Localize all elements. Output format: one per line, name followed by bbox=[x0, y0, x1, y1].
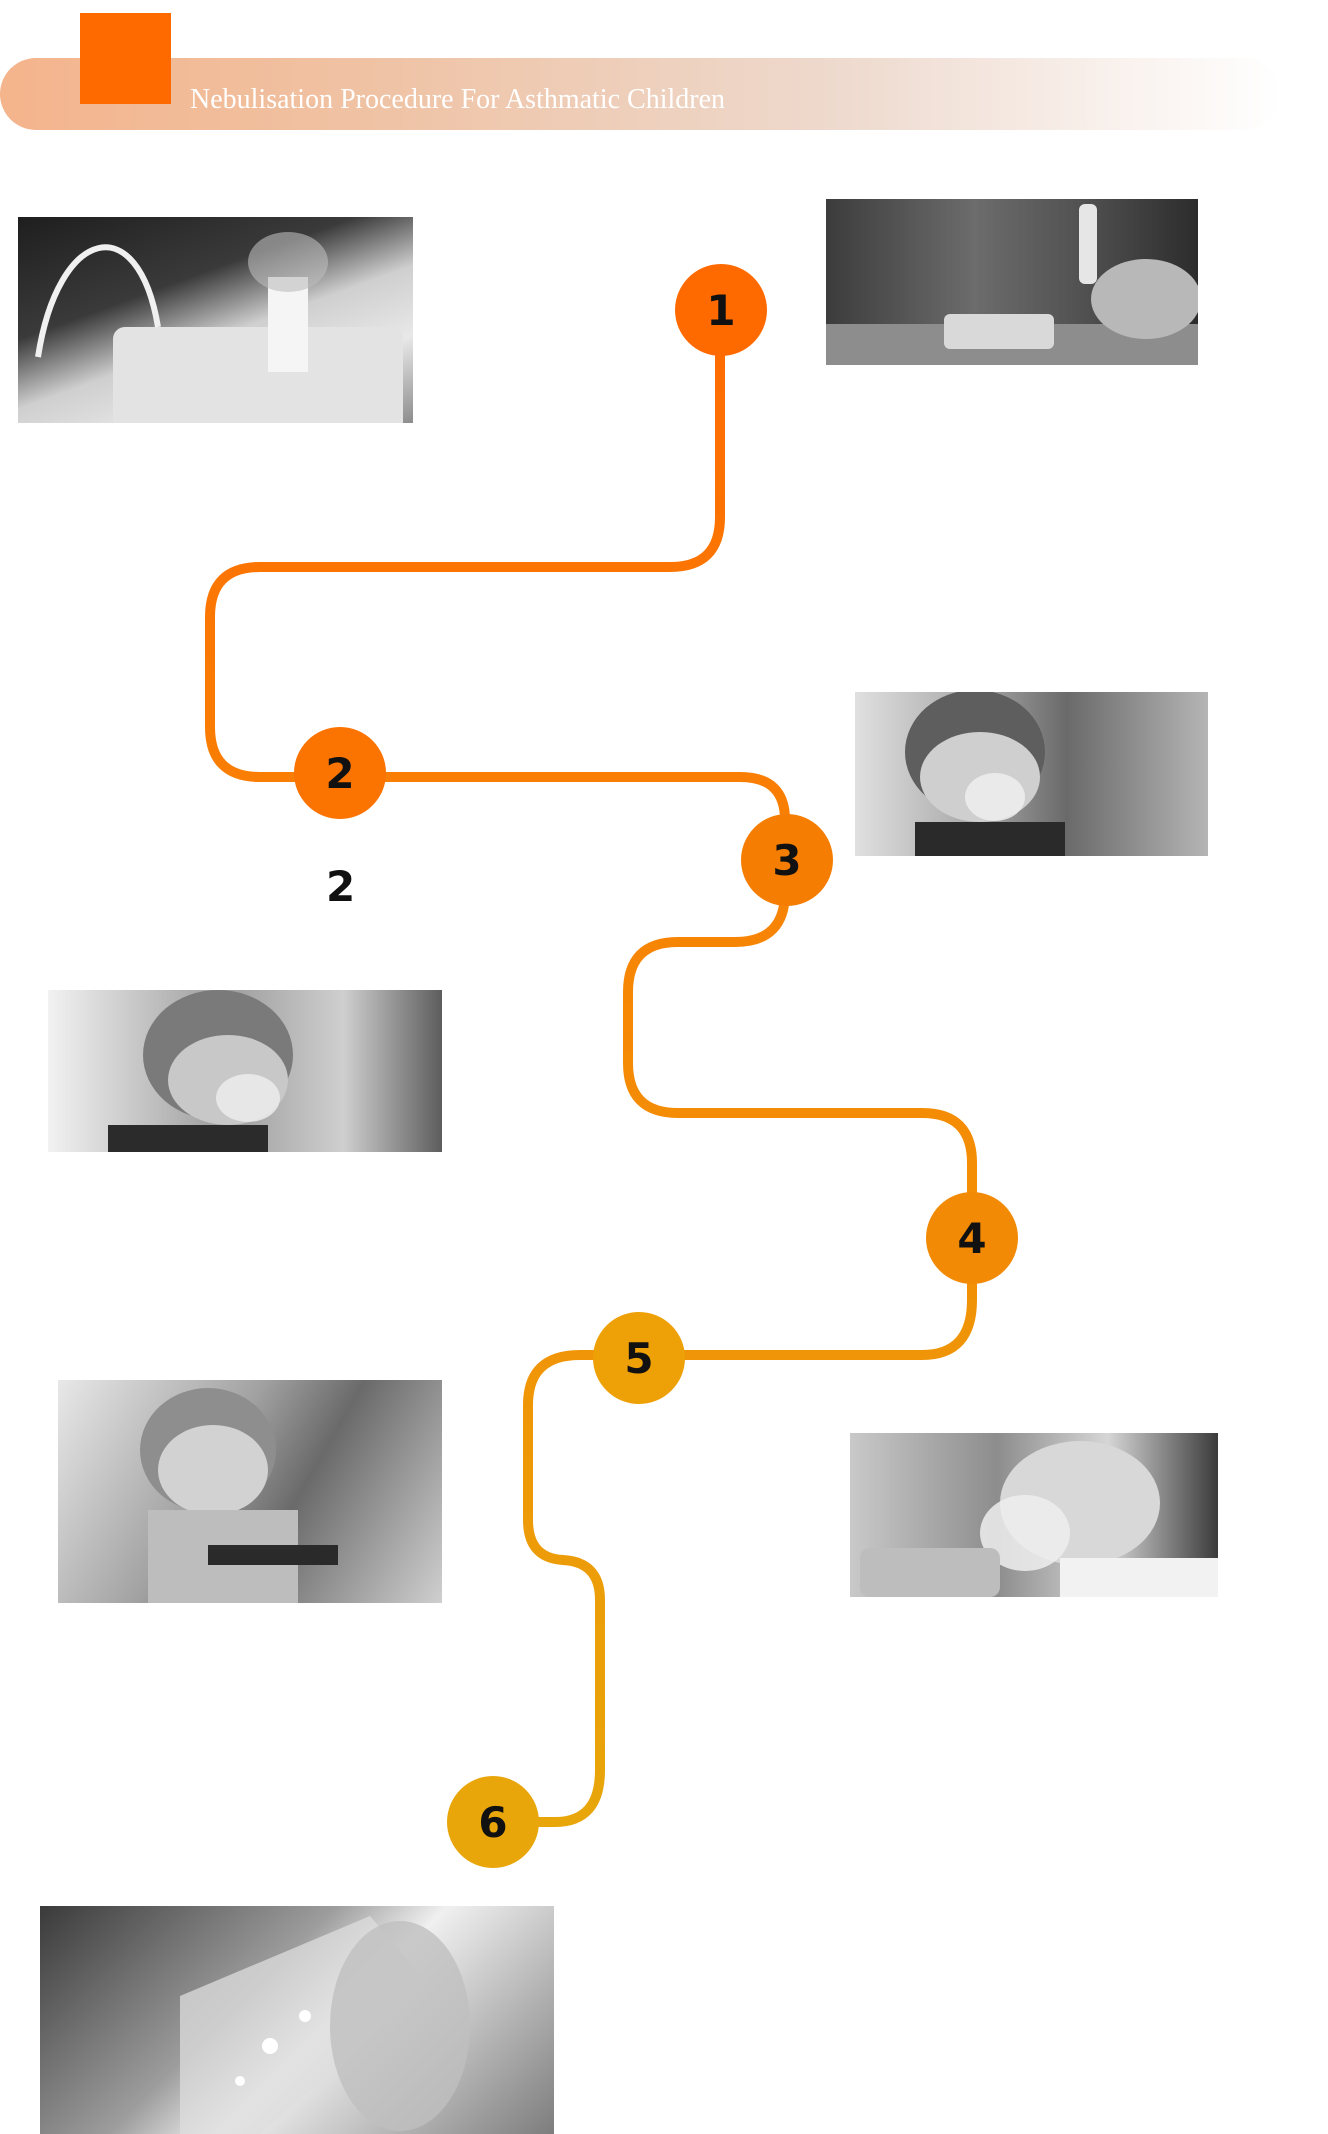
step-number-4: 4 bbox=[957, 1213, 987, 1263]
photo-preparing-medicine bbox=[826, 199, 1198, 365]
photo-child-with-equipment bbox=[58, 1380, 442, 1603]
page-title: Observation bbox=[185, 0, 729, 67]
photo-child-wearing-mask-1 bbox=[855, 692, 1208, 856]
step-marker-1: 1 bbox=[675, 264, 767, 356]
step-2-caption: 2 bbox=[326, 862, 356, 911]
photo-child-wearing-mask-2 bbox=[48, 990, 442, 1152]
step-number-1: 1 bbox=[706, 285, 736, 335]
step-marker-4: 4 bbox=[926, 1192, 1018, 1284]
step-marker-2: 2 bbox=[294, 727, 386, 819]
step-number-3: 3 bbox=[772, 835, 802, 885]
header-banner bbox=[0, 58, 1280, 130]
page-subtitle: Nebulisation Procedure For Asthmatic Chi… bbox=[190, 84, 726, 115]
photo-child-crying-mask bbox=[850, 1433, 1218, 1597]
header-title-clip: Observation bbox=[185, 0, 835, 80]
photo-nebulizer-machine bbox=[18, 217, 413, 423]
step-marker-6: 6 bbox=[447, 1776, 539, 1868]
step-marker-5: 5 bbox=[593, 1312, 685, 1404]
step-number-6: 6 bbox=[478, 1797, 508, 1847]
step-marker-3: 3 bbox=[741, 814, 833, 906]
step-number-5: 5 bbox=[624, 1333, 654, 1383]
photo-cleaning-equipment bbox=[40, 1906, 554, 2134]
step-number-2: 2 bbox=[325, 748, 355, 798]
header-accent-square bbox=[80, 13, 171, 104]
